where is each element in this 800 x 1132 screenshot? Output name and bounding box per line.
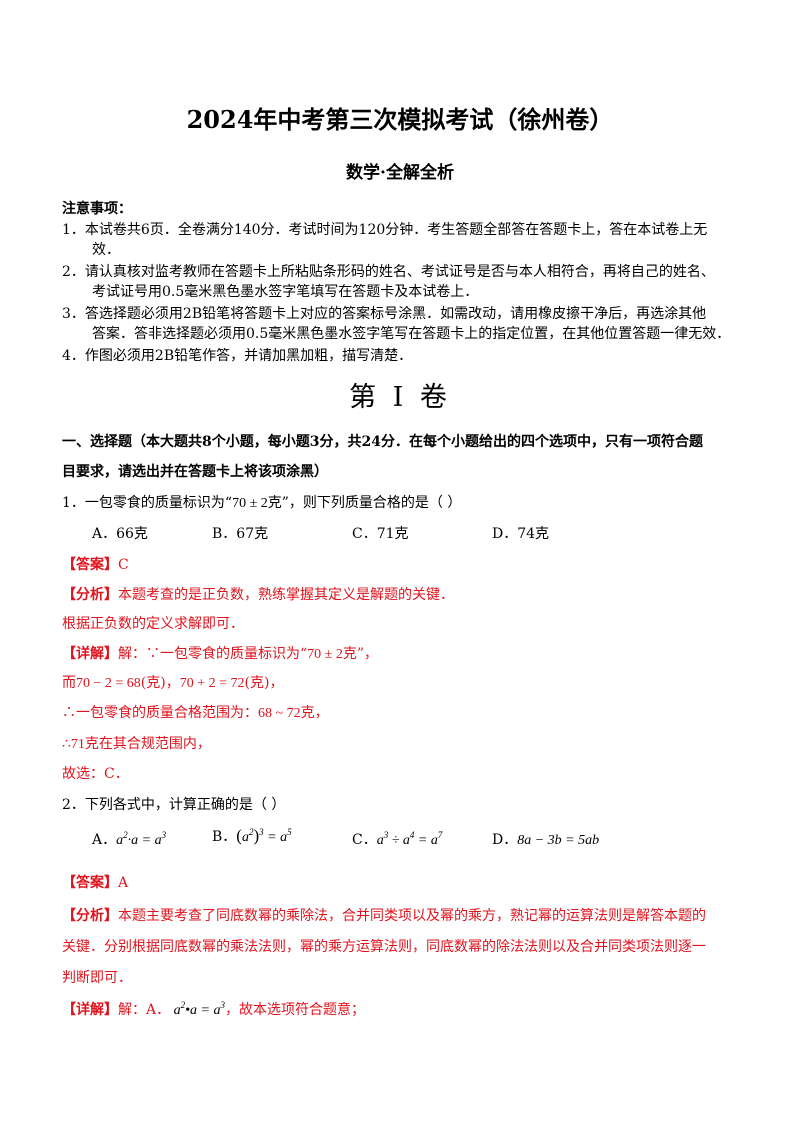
question-1-stem: 1．一包零食的质量标识为“70 ± 2克”，则下列质量合格的是（ ） bbox=[62, 492, 461, 512]
note-line: 2．请认真核对监考教师在答题卡上所粘贴条形码的姓名、考试证号是否与本人相符合，再… bbox=[62, 264, 715, 280]
option-c: C．a3 ÷ a4 = a7 bbox=[352, 829, 442, 849]
note-line: 3．答选择题必须用2B铅笔将答题卡上对应的答案标号涂黑．如需改动，请用橡皮擦干净… bbox=[62, 306, 707, 322]
detail-text: 克在其合规范围内， bbox=[84, 736, 211, 752]
answer-tag: 【答案】 bbox=[62, 875, 118, 891]
option-b: B．(a2)3 = a5 bbox=[212, 826, 292, 846]
analysis-tag: 【分析】 bbox=[62, 587, 118, 603]
detail-text: ，故本选项符合题意； bbox=[224, 1002, 365, 1018]
detail-text: (克)， bbox=[140, 675, 180, 691]
note-line: 考试证号用0.5毫米黑色墨水签字笔填写在答题卡及本试卷上． bbox=[92, 284, 479, 300]
option-d: D．8a − 3b = 5ab bbox=[492, 829, 599, 849]
analysis-line: 关键．分别根据同底数幂的乘法法则，幂的乘方运算法则，同底数幂的除法法则以及合并同… bbox=[62, 939, 706, 955]
detail-line: 而70 − 2 = 68(克)，70 + 2 = 72(克)， bbox=[62, 672, 283, 692]
note-line: 答案．答非选择题必须用0.5毫米黑色墨水签字笔写在答题卡上的指定位置，在其他位置… bbox=[92, 326, 731, 342]
option-b-formula: (a2)3 = a5 bbox=[236, 826, 292, 845]
analysis-tag: 【分析】 bbox=[62, 908, 118, 924]
detail-text: ∴ bbox=[62, 736, 71, 752]
detail-text: 解：A． bbox=[118, 1002, 171, 1018]
option-label: B． bbox=[212, 829, 237, 845]
detail-text: (克)， bbox=[244, 675, 284, 691]
note-item: 3．答选择题必须用2B铅笔将答题卡上对应的答案标号涂黑．如需改动，请用橡皮擦干净… bbox=[62, 304, 752, 344]
option-c: C．71克 bbox=[352, 526, 409, 542]
analysis-line: 【分析】本题考查的是正负数，熟练掌握其定义是解题的关键． bbox=[62, 584, 454, 604]
detail-text: ∴一包零食的质量合格范围为： bbox=[62, 705, 258, 721]
note-item: 1．本试卷共6页．全卷满分140分．考试时间为120分钟．考生答题全部答在答题卡… bbox=[62, 220, 752, 260]
math-expr: 68 ~ 72 bbox=[258, 706, 301, 721]
option-label: C． bbox=[352, 832, 377, 848]
math-expr: 70 − 2 = 68 bbox=[76, 676, 141, 691]
option-a: A．a2·a = a3 bbox=[92, 829, 166, 849]
section-heading-line: 一、选择题（本大题共8个小题，每小题3分，共24分．在每个小题给出的四个选项中，… bbox=[62, 434, 703, 450]
option-c-formula: a3 ÷ a4 = a7 bbox=[376, 830, 443, 848]
detail-line: 故选：C． bbox=[62, 766, 129, 782]
option-label: A． bbox=[92, 832, 117, 848]
stem-text: 1．一包零食的质量标识为“ bbox=[62, 495, 233, 511]
answer-line: 【答案】A bbox=[62, 872, 128, 892]
detail-line: ∴71克在其合规范围内， bbox=[62, 733, 211, 753]
detail-line: 【详解】解：A． a2•a = a3，故本选项符合题意； bbox=[62, 999, 365, 1019]
stem-text: 克”，则下列质量合格的是（ ） bbox=[267, 495, 462, 511]
math-expr: 71 bbox=[70, 737, 85, 752]
analysis-text: 本题主要考查了同底数幂的乘除法，合并同类项以及幂的乘方，熟记幂的运算法则是解答本… bbox=[118, 908, 706, 924]
note-item: 4．作图必须用2B铅笔作答，并请加黑加粗，描写清楚． bbox=[62, 346, 752, 366]
option-b: B．67克 bbox=[212, 526, 269, 542]
detail-text: 克， bbox=[300, 705, 329, 721]
answer-tag: 【答案】 bbox=[62, 557, 118, 573]
detail-tag: 【详解】 bbox=[62, 646, 118, 662]
detail-text: 克”， bbox=[342, 646, 379, 662]
answer-line: 【答案】C bbox=[62, 554, 129, 574]
math-expr: 70 ± 2 bbox=[232, 496, 268, 511]
page-title: 2024年中考第三次模拟考试（徐州卷） bbox=[186, 105, 614, 134]
analysis-line: 【分析】本题主要考查了同底数幂的乘除法，合并同类项以及幂的乘方，熟记幂的运算法则… bbox=[62, 905, 706, 925]
volume-heading: 第 I 卷 bbox=[349, 382, 451, 413]
detail-text: 而 bbox=[62, 675, 76, 691]
math-expr: 70 + 2 = 72 bbox=[179, 676, 245, 691]
detail-line: 【详解】解：∵一包零食的质量标识为“70 ± 2克”， bbox=[62, 643, 378, 663]
option-a: A．66克 bbox=[92, 526, 148, 542]
analysis-line: 根据正负数的定义求解即可． bbox=[62, 616, 244, 632]
page-subtitle: 数学·全解全析 bbox=[346, 163, 454, 183]
option-a-formula: a2·a = a3 bbox=[116, 830, 167, 848]
note-line: 4．作图必须用2B铅笔作答，并请加黑加粗，描写清楚． bbox=[62, 348, 413, 364]
answer-value: A bbox=[118, 875, 129, 891]
answer-value: C bbox=[118, 557, 129, 573]
section-heading-line: 目要求，请选出并在答题卡上将该项涂黑） bbox=[62, 464, 328, 480]
analysis-text: 本题考查的是正负数，熟练掌握其定义是解题的关键． bbox=[118, 587, 454, 603]
note-line: 1．本试卷共6页．全卷满分140分．考试时间为120分钟．考生答题全部答在答题卡… bbox=[62, 222, 708, 238]
question-2-stem: 2．下列各式中，计算正确的是（ ） bbox=[62, 797, 286, 813]
detail-text: 解：∵一包零食的质量标识为“ bbox=[118, 646, 308, 662]
option-d-formula: 8a − 3b = 5ab bbox=[517, 833, 600, 848]
analysis-line: 判断即可． bbox=[62, 970, 132, 986]
detail-line: ∴一包零食的质量合格范围为：68 ~ 72克， bbox=[62, 702, 329, 722]
detail-formula: a2•a = a3 bbox=[170, 1000, 225, 1018]
note-item: 2．请认真核对监考教师在答题卡上所粘贴条形码的姓名、考试证号是否与本人相符合，再… bbox=[62, 262, 752, 302]
option-label: D． bbox=[492, 832, 518, 848]
detail-tag: 【详解】 bbox=[62, 1002, 118, 1018]
notes-heading: 注意事项： bbox=[62, 201, 132, 217]
option-d: D．74克 bbox=[492, 526, 550, 542]
math-expr: 70 ± 2 bbox=[307, 647, 343, 662]
note-line: 效． bbox=[92, 242, 120, 258]
